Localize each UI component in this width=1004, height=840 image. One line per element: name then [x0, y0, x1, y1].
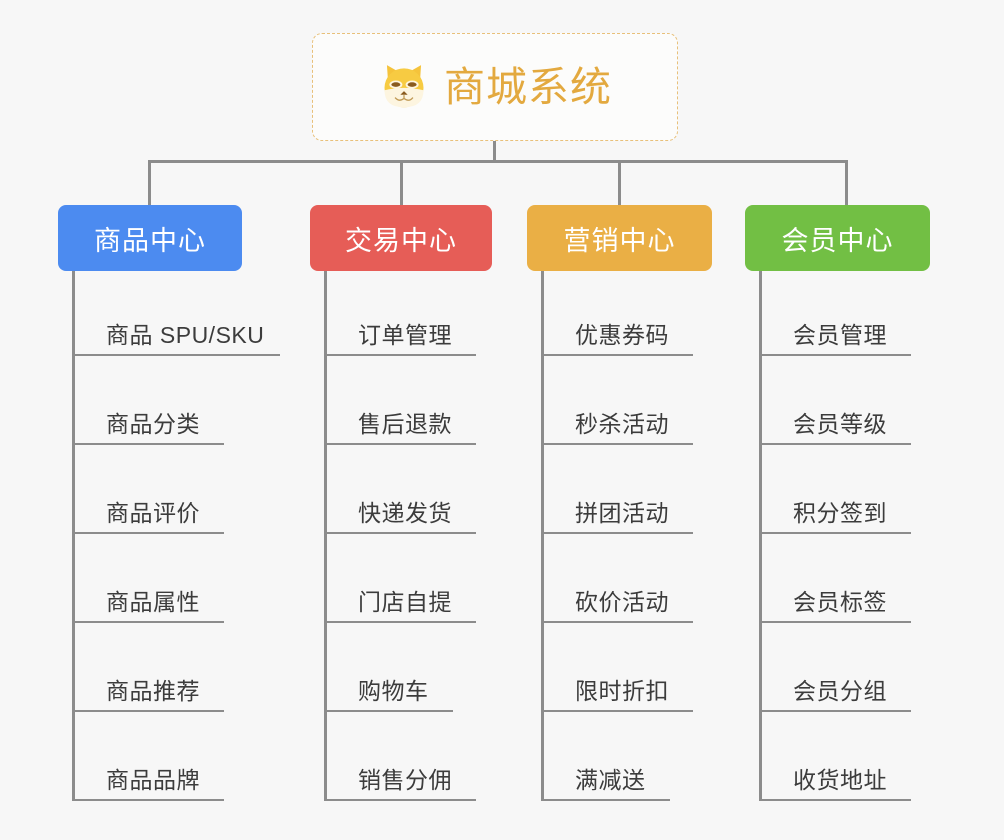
leaf-underline	[759, 621, 911, 623]
connector-horizontal-bus	[148, 160, 848, 163]
category-header-4[interactable]: 会员中心	[745, 205, 930, 271]
leaf-label: 订单管理	[358, 322, 452, 348]
leaf-underline	[324, 443, 476, 445]
leaf-underline	[759, 354, 911, 356]
leaf-underline	[72, 710, 224, 712]
root-node[interactable]: 商城系统	[312, 33, 678, 141]
leaf-underline	[324, 710, 453, 712]
leaf-label: 门店自提	[358, 589, 452, 615]
leaf-underline	[759, 532, 911, 534]
leaf-underline	[72, 354, 280, 356]
leaf-label: 商品 SPU/SKU	[106, 322, 265, 348]
leaf-underline	[541, 354, 693, 356]
connector-drop-1	[148, 160, 151, 206]
leaf-label: 会员等级	[793, 411, 887, 437]
leaf-label: 拼团活动	[575, 500, 669, 526]
leaf-underline	[72, 532, 224, 534]
leaf-underline	[759, 799, 911, 801]
root-title: 商城系统	[444, 63, 612, 110]
leaf-label: 会员标签	[793, 589, 887, 615]
leaf-underline	[541, 799, 670, 801]
category-header-1[interactable]: 商品中心	[58, 205, 242, 271]
leaf-underline	[541, 443, 693, 445]
leaf-underline	[541, 532, 693, 534]
leaf-underline	[541, 621, 693, 623]
shiba-dog-face-icon	[384, 65, 424, 108]
category-spine-1	[72, 271, 75, 801]
category-spine-4	[759, 271, 762, 801]
leaf-label: 优惠券码	[575, 322, 669, 348]
leaf-underline	[324, 532, 476, 534]
leaf-label: 售后退款	[358, 411, 452, 437]
connector-root-stub	[493, 141, 496, 163]
connector-drop-3	[618, 160, 621, 206]
leaf-label: 砍价活动	[575, 589, 669, 615]
leaf-label: 会员管理	[793, 322, 887, 348]
leaf-label: 会员分组	[793, 678, 887, 704]
leaf-label: 商品属性	[106, 589, 200, 615]
leaf-label: 满减送	[575, 767, 646, 793]
leaf-underline	[324, 354, 476, 356]
leaf-underline	[72, 621, 224, 623]
leaf-label: 商品推荐	[106, 678, 200, 704]
leaf-underline	[72, 799, 224, 801]
leaf-label: 快递发货	[358, 500, 452, 526]
leaf-underline	[759, 443, 911, 445]
leaf-label: 收货地址	[793, 767, 887, 793]
leaf-underline	[324, 621, 476, 623]
leaf-underline	[541, 710, 693, 712]
category-header-2[interactable]: 交易中心	[310, 205, 492, 271]
leaf-label: 积分签到	[793, 500, 887, 526]
leaf-label: 秒杀活动	[575, 411, 669, 437]
leaf-label: 限时折扣	[575, 678, 669, 704]
leaf-label: 商品分类	[106, 411, 200, 437]
leaf-underline	[759, 710, 911, 712]
leaf-label: 商品评价	[106, 500, 200, 526]
leaf-underline	[324, 799, 476, 801]
leaf-underline	[72, 443, 224, 445]
category-header-3[interactable]: 营销中心	[527, 205, 712, 271]
category-spine-3	[541, 271, 544, 801]
leaf-label: 商品品牌	[106, 767, 200, 793]
leaf-label: 销售分佣	[358, 767, 452, 793]
connector-drop-2	[400, 160, 403, 206]
leaf-label: 购物车	[358, 678, 429, 704]
category-spine-2	[324, 271, 327, 801]
connector-drop-4	[845, 160, 848, 206]
